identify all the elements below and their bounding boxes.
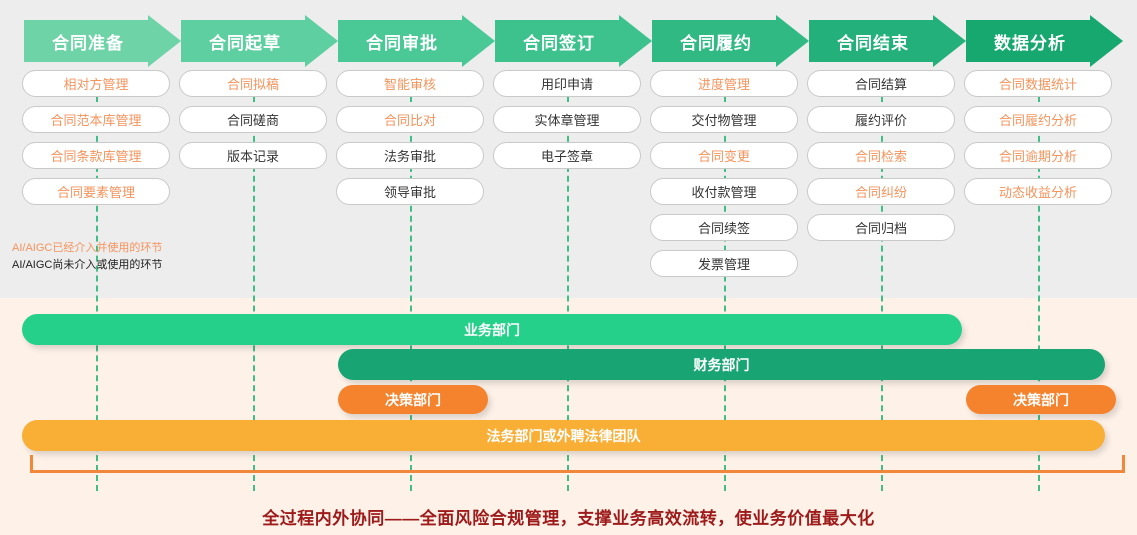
stage-arrow-label: 合同签订 <box>523 33 595 53</box>
process-step-pill[interactable]: 履约评价 <box>807 106 955 133</box>
process-step-pill[interactable]: 合同结算 <box>807 70 955 97</box>
process-step-pill[interactable]: 合同拟稿 <box>179 70 327 97</box>
column-dashed-line <box>881 96 883 491</box>
process-step-pill[interactable]: 电子签章 <box>493 142 641 169</box>
legend-ai-not-used: AI/AIGC尚未介入或使用的环节 <box>12 259 163 271</box>
stage-arrow-tip-icon <box>776 15 809 67</box>
column-dashed-line <box>724 96 726 491</box>
legend: AI/AIGC已经介入并使用的环节 AI/AIGC尚未介入或使用的环节 <box>12 240 162 274</box>
process-step-pill[interactable]: 合同变更 <box>650 142 798 169</box>
summary-caption: 全过程内外协同——全面风险合规管理，支撑业务高效流转，使业务价值最大化 <box>262 509 875 528</box>
stage-arrow-label: 合同准备 <box>52 33 124 53</box>
summary-bracket-left <box>30 455 33 473</box>
department-bar[interactable]: 法务部门或外聘法律团队 <box>22 420 1105 451</box>
column-dashed-line <box>567 96 569 491</box>
process-step-pill[interactable]: 领导审批 <box>336 178 484 205</box>
stage-arrow-body: 合同审批 <box>338 20 462 62</box>
process-step-pill[interactable]: 合同履约分析 <box>964 106 1112 133</box>
stage-arrow-tip-icon <box>305 15 338 67</box>
stage-arrow-body: 数据分析 <box>966 20 1090 62</box>
process-step-pill[interactable]: 合同逾期分析 <box>964 142 1112 169</box>
process-step-pill[interactable]: 合同比对 <box>336 106 484 133</box>
process-step-pill[interactable]: 合同条款库管理 <box>22 142 170 169</box>
stage-arrow-label: 合同履约 <box>680 33 752 53</box>
process-step-pill[interactable]: 版本记录 <box>179 142 327 169</box>
department-bar[interactable]: 决策部门 <box>338 385 488 414</box>
stage-arrow-label: 合同起草 <box>209 33 281 53</box>
process-step-pill[interactable]: 合同要素管理 <box>22 178 170 205</box>
summary-bracket-top <box>30 470 1125 473</box>
process-step-pill[interactable]: 交付物管理 <box>650 106 798 133</box>
department-bar[interactable]: 业务部门 <box>22 314 962 345</box>
process-step-pill[interactable]: 智能审核 <box>336 70 484 97</box>
stage-arrow-label: 合同结束 <box>837 33 909 53</box>
stage-arrow-tip-icon <box>933 15 966 67</box>
stage-arrow[interactable]: 合同履约 <box>652 15 809 67</box>
department-bar[interactable]: 财务部门 <box>338 349 1105 380</box>
stage-arrow-label: 数据分析 <box>994 33 1066 53</box>
stage-arrow[interactable]: 合同准备 <box>24 15 181 67</box>
stage-arrow-body: 合同起草 <box>181 20 305 62</box>
stage-arrow-tip-icon <box>619 15 652 67</box>
process-step-pill[interactable]: 用印申请 <box>493 70 641 97</box>
department-bar[interactable]: 决策部门 <box>966 385 1116 414</box>
process-step-pill[interactable]: 合同范本库管理 <box>22 106 170 133</box>
process-step-pill[interactable]: 合同续签 <box>650 214 798 241</box>
stage-arrow-tip-icon <box>1090 15 1123 67</box>
stage-arrow-body: 合同履约 <box>652 20 776 62</box>
stage-arrow-body: 合同准备 <box>24 20 148 62</box>
process-step-pill[interactable]: 进度管理 <box>650 70 798 97</box>
process-step-pill[interactable]: 合同纠纷 <box>807 178 955 205</box>
column-dashed-line <box>253 96 255 491</box>
column-dashed-line <box>410 96 412 491</box>
stage-arrow[interactable]: 数据分析 <box>966 15 1123 67</box>
stage-arrow-tip-icon <box>462 15 495 67</box>
process-step-pill[interactable]: 实体章管理 <box>493 106 641 133</box>
summary-bracket-right <box>1122 455 1125 473</box>
legend-ai-used: AI/AIGC已经介入并使用的环节 <box>12 242 163 254</box>
stage-arrow-body: 合同结束 <box>809 20 933 62</box>
stage-arrow[interactable]: 合同审批 <box>338 15 495 67</box>
process-step-pill[interactable]: 收付款管理 <box>650 178 798 205</box>
process-step-pill[interactable]: 合同磋商 <box>179 106 327 133</box>
stage-arrow[interactable]: 合同起草 <box>181 15 338 67</box>
process-step-pill[interactable]: 合同检索 <box>807 142 955 169</box>
process-step-pill[interactable]: 发票管理 <box>650 250 798 277</box>
process-step-pill[interactable]: 合同归档 <box>807 214 955 241</box>
process-step-pill[interactable]: 法务审批 <box>336 142 484 169</box>
stage-arrow-label: 合同审批 <box>366 33 438 53</box>
stage-arrow-body: 合同签订 <box>495 20 619 62</box>
stage-arrow[interactable]: 合同签订 <box>495 15 652 67</box>
stage-arrow-tip-icon <box>148 15 181 67</box>
stage-arrow[interactable]: 合同结束 <box>809 15 966 67</box>
process-step-pill[interactable]: 相对方管理 <box>22 70 170 97</box>
column-dashed-line <box>1038 96 1040 491</box>
process-step-pill[interactable]: 合同数据统计 <box>964 70 1112 97</box>
process-step-pill[interactable]: 动态收益分析 <box>964 178 1112 205</box>
column-dashed-line <box>96 96 98 491</box>
